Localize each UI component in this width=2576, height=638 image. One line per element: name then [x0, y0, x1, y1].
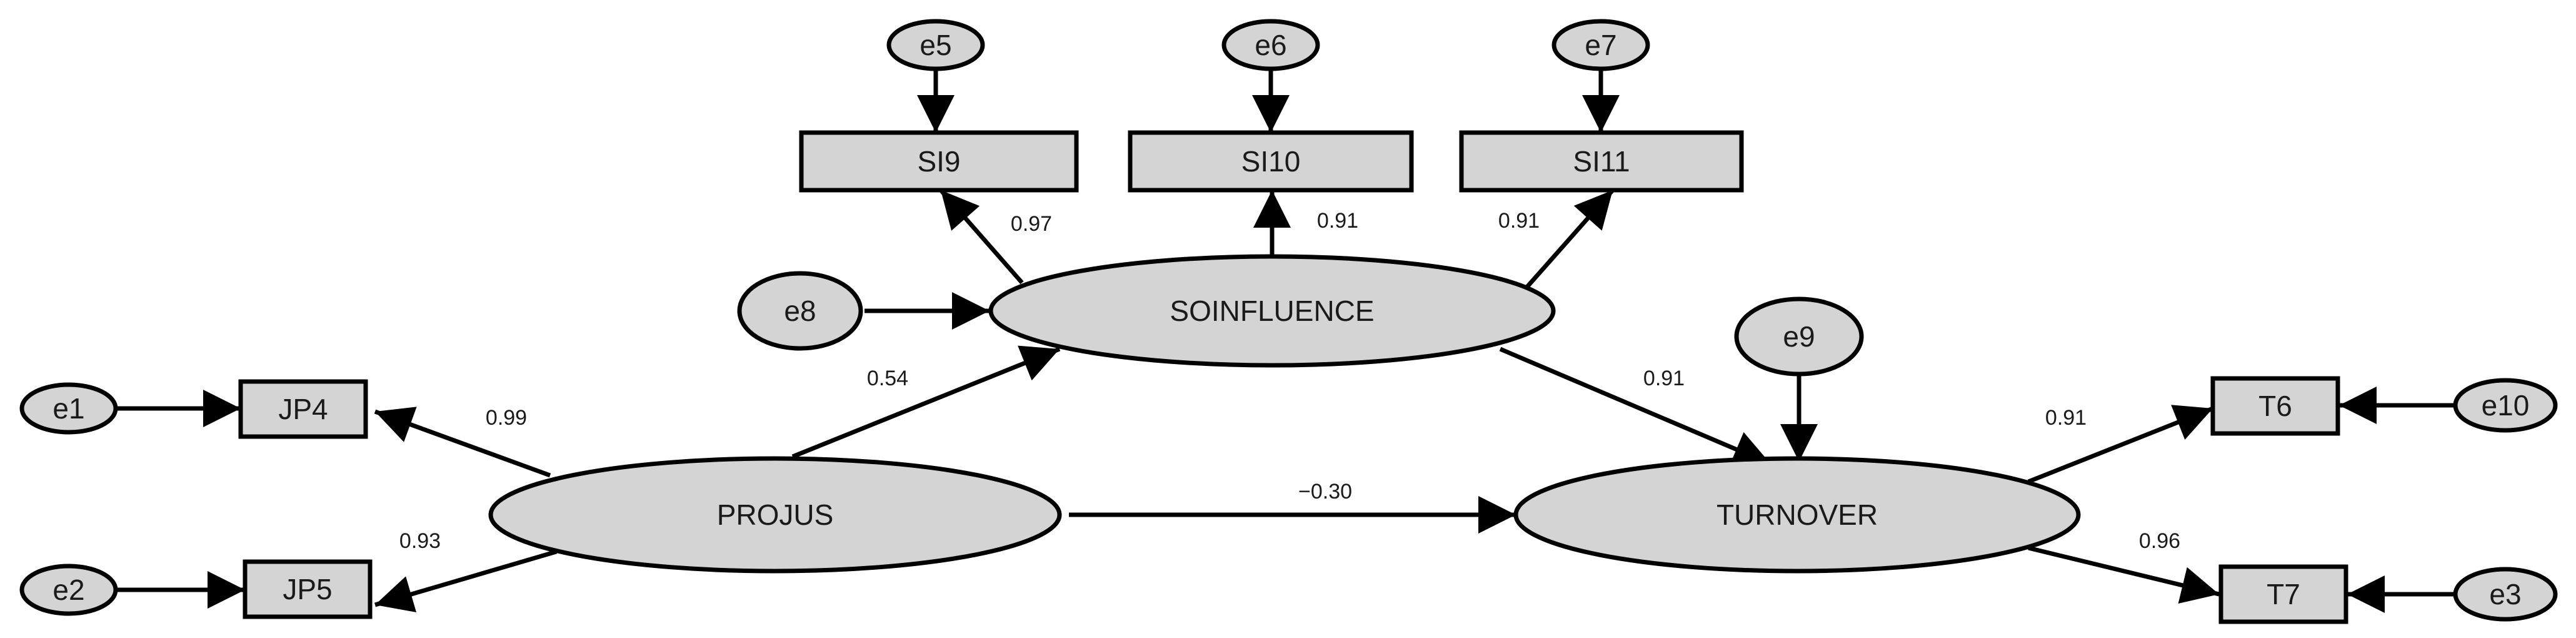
- arrow-soinfluence-si9: [939, 188, 1024, 285]
- coef-soinfluence-si9: 0.97: [1011, 212, 1052, 236]
- error-node-e1: e1: [19, 382, 118, 435]
- observed-node-si11: SI11: [1459, 130, 1744, 193]
- e9-label: e9: [1783, 320, 1815, 353]
- soinfluence-label: SOINFLUENCE: [1170, 295, 1374, 327]
- coef-projus-jp4: 0.99: [486, 406, 527, 430]
- arrow-soinfluence-si11: [1523, 188, 1615, 291]
- si9-label: SI9: [917, 145, 960, 178]
- turnover-label: TURNOVER: [1716, 499, 1878, 531]
- error-node-e9: e9: [1734, 296, 1864, 377]
- jp5-label: JP5: [283, 573, 332, 605]
- arrow-turnover-t6: [2027, 405, 2214, 484]
- error-node-e10: e10: [2453, 378, 2558, 433]
- e6-label: e6: [1255, 29, 1286, 61]
- arrow-turnover-t7: [2028, 545, 2220, 604]
- projus-label: PROJUS: [717, 499, 834, 531]
- edges: [109, 69, 2457, 613]
- e3-label: e3: [2489, 578, 2521, 610]
- coef-projus-turnover: −0.30: [1298, 480, 1352, 504]
- arrow-projus-jp5: [374, 549, 557, 612]
- error-terms: e5 e6 e7 e8 e9 e1 e2 e10: [19, 19, 2558, 622]
- coef-turnover-t7: 0.96: [2139, 529, 2180, 553]
- e5-label: e5: [920, 29, 951, 61]
- coef-projus-jp5: 0.93: [399, 529, 441, 553]
- coef-soinfluence-turnover: 0.91: [1643, 367, 1685, 390]
- latent-node-turnover: TURNOVER: [1513, 456, 2081, 574]
- coef-projus-soinfluence: 0.54: [867, 367, 908, 390]
- error-node-e5: e5: [886, 19, 985, 71]
- si11-label: SI11: [1573, 145, 1630, 178]
- e8-label: e8: [784, 295, 816, 327]
- observed-node-jp4: JP4: [238, 379, 368, 439]
- error-node-e6: e6: [1221, 19, 1320, 71]
- observed-node-si9: SI9: [799, 130, 1079, 193]
- observed-node-t7: T7: [2218, 564, 2348, 624]
- t7-label: T7: [2267, 578, 2300, 610]
- arrow-soinfluence-turnover: [1499, 347, 1772, 467]
- e2-label: e2: [53, 574, 84, 606]
- si10-label: SI10: [1241, 145, 1301, 178]
- t6-label: T6: [2258, 390, 2292, 422]
- error-node-e2: e2: [19, 564, 118, 616]
- latent-node-projus: PROJUS: [488, 456, 1062, 574]
- observed-variables: SI9 SI10 SI11 JP4 JP5 T6 T7: [238, 130, 2348, 624]
- coef-soinfluence-si11: 0.91: [1498, 209, 1540, 233]
- e10-label: e10: [2482, 389, 2530, 422]
- observed-node-jp5: JP5: [243, 559, 373, 619]
- arrow-projus-soinfluence: [791, 345, 1061, 459]
- error-node-e3: e3: [2453, 567, 2558, 622]
- e1-label: e1: [53, 392, 84, 425]
- coef-turnover-t6: 0.91: [2045, 406, 2087, 430]
- observed-node-si10: SI10: [1128, 130, 1414, 193]
- coefficient-labels: 0.97 0.91 0.91 0.99 0.93 0.54 0.91 −0.30…: [399, 209, 2180, 553]
- coef-soinfluence-si10: 0.91: [1317, 209, 1358, 233]
- arrow-projus-jp4: [374, 407, 551, 478]
- latent-variables: SOINFLUENCE PROJUS TURNOVER: [488, 254, 2081, 574]
- error-node-e7: e7: [1551, 19, 1650, 71]
- error-node-e8: e8: [737, 271, 863, 351]
- jp4-label: JP4: [278, 393, 328, 425]
- observed-node-t6: T6: [2210, 376, 2340, 436]
- latent-node-soinfluence: SOINFLUENCE: [988, 254, 1556, 368]
- e7-label: e7: [1585, 29, 1616, 61]
